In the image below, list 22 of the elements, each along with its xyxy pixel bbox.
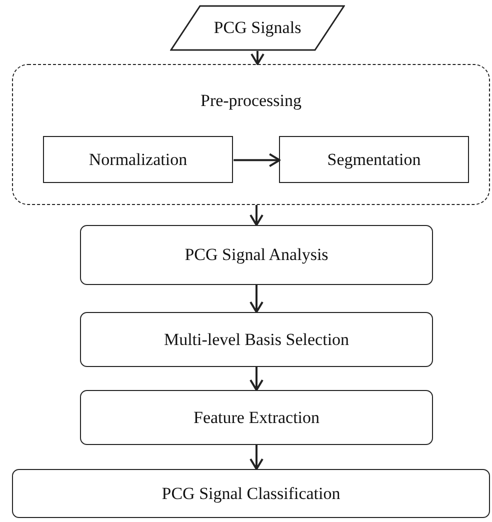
arrow xyxy=(234,153,281,168)
node-label: Feature Extraction xyxy=(193,408,320,428)
process-box xyxy=(12,469,490,518)
dashed-group-box xyxy=(12,64,490,205)
process-box xyxy=(80,312,433,367)
arrow xyxy=(250,285,264,313)
input-parallelogram xyxy=(170,5,345,51)
node-label: Multi-level Basis Selection xyxy=(164,330,350,350)
process-box xyxy=(279,136,469,183)
group-heading: Pre-processing xyxy=(200,91,302,111)
node-label: Normalization xyxy=(88,150,188,170)
arrow xyxy=(250,367,264,391)
arrow xyxy=(250,51,264,65)
arrow xyxy=(250,445,264,470)
node-label: PCG Signals xyxy=(214,18,302,38)
node-label: PCG Signal Analysis xyxy=(184,245,328,265)
process-box xyxy=(80,225,433,285)
arrow xyxy=(250,205,264,226)
process-box xyxy=(80,390,433,445)
process-box xyxy=(43,136,233,183)
node-label: Segmentation xyxy=(327,150,421,170)
node-label: PCG Signal Classification xyxy=(162,484,340,504)
